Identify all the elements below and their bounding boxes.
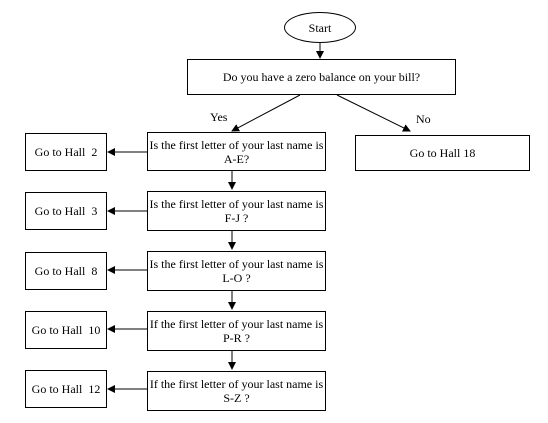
no-label: No — [416, 112, 431, 126]
start-node: Start — [284, 12, 356, 43]
hall-18-label: Go to Hall 18 — [409, 146, 476, 160]
hall-label: Go to Hall 10 — [31, 323, 101, 337]
question-box-f-j: Is the first letter of your last name is… — [147, 191, 326, 231]
question-box-l-o: Is the first letter of your last name is… — [147, 251, 326, 291]
hall-2-box: Go to Hall 2 — [25, 133, 107, 171]
start-label: Start — [308, 20, 332, 35]
question-line1: Is the first letter of your last name is — [149, 197, 324, 211]
hall-3-box: Go to Hall 3 — [25, 192, 107, 230]
hall-label: Go to Hall 3 — [34, 204, 98, 218]
balance-question-box: Do you have a zero balance on your bill? — [187, 59, 456, 95]
question-box-s-z: If the first letter of your last name is… — [147, 371, 326, 411]
question-line2: L-O ? — [222, 271, 251, 285]
question-line2: P-R ? — [223, 331, 250, 345]
hall-8-box: Go to Hall 8 — [25, 252, 107, 290]
hall-12-box: Go to Hall 12 — [25, 370, 107, 408]
question-box-a-e: Is the first letter of your last name is… — [147, 132, 326, 171]
question-line2: F-J ? — [224, 211, 249, 225]
question-box-p-r: If the first letter of your last name is… — [147, 311, 326, 351]
question-line1: If the first letter of your last name is — [149, 377, 324, 391]
hall-label: Go to Hall 2 — [34, 145, 98, 159]
question-line1: Is the first letter of your last name is — [149, 137, 324, 152]
question-line1: If the first letter of your last name is — [149, 317, 324, 331]
balance-question-label: Do you have a zero balance on your bill? — [222, 70, 421, 84]
question-line1: Is the first letter of your last name is — [149, 257, 324, 271]
yes-label: Yes — [210, 110, 228, 124]
arrow-no — [336, 94, 411, 132]
hall-18-box: Go to Hall 18 — [355, 135, 530, 171]
question-line2: S-Z ? — [223, 391, 250, 405]
hall-10-box: Go to Hall 10 — [25, 311, 107, 349]
hall-label: Go to Hall 8 — [34, 264, 98, 278]
arrow-yes — [231, 94, 301, 132]
question-line2: A-E? — [223, 151, 250, 166]
hall-label: Go to Hall 12 — [31, 382, 101, 396]
